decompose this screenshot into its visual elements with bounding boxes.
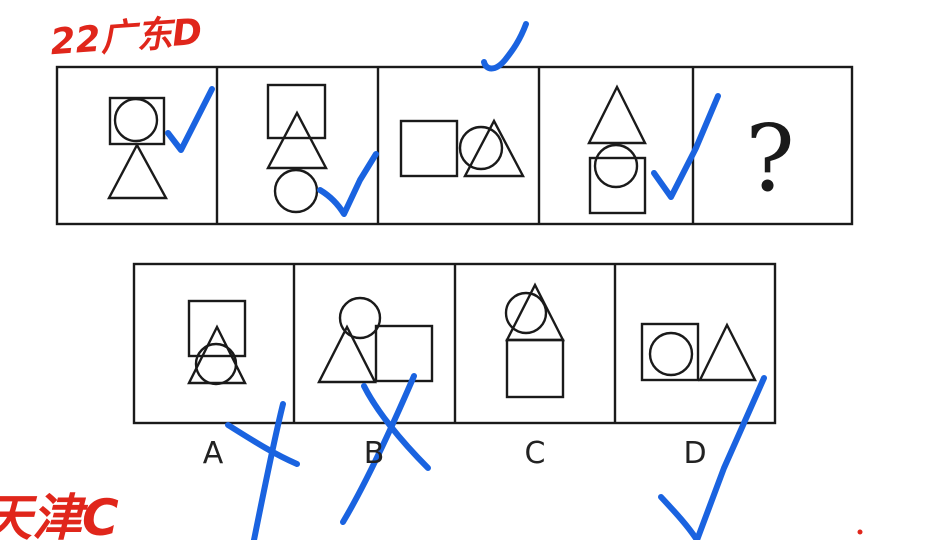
circle-shape bbox=[338, 296, 382, 340]
check-mark bbox=[317, 151, 379, 217]
square-shape bbox=[399, 119, 459, 178]
cross-mark bbox=[251, 401, 286, 540]
option-label-c: C bbox=[524, 436, 546, 471]
question-row-frame bbox=[55, 65, 854, 226]
option-d[interactable] bbox=[640, 322, 757, 382]
triangle-shape bbox=[107, 142, 169, 200]
circle-shape bbox=[593, 143, 639, 189]
square-shape bbox=[266, 83, 327, 140]
check-mark bbox=[658, 494, 700, 540]
options-row bbox=[132, 262, 777, 425]
circle-shape bbox=[504, 291, 548, 335]
option-label-b: B bbox=[363, 436, 385, 471]
option-a[interactable] bbox=[187, 299, 247, 386]
question-cell-3 bbox=[399, 118, 525, 178]
triangle-shape bbox=[698, 322, 757, 382]
option-c[interactable] bbox=[504, 282, 565, 399]
circle-shape bbox=[648, 331, 694, 377]
question-cell-4 bbox=[587, 84, 647, 215]
circle-shape bbox=[194, 342, 238, 386]
question-cell-1 bbox=[107, 96, 169, 200]
square-shape bbox=[505, 338, 565, 399]
question-mark: ? bbox=[745, 105, 794, 212]
square-shape bbox=[187, 299, 247, 358]
triangle-shape bbox=[587, 84, 647, 145]
question-cell-2 bbox=[266, 83, 328, 214]
check-mark bbox=[694, 375, 767, 540]
circle-shape bbox=[113, 97, 159, 143]
circle-shape bbox=[273, 168, 319, 214]
option-b[interactable] bbox=[317, 296, 434, 384]
square-shape bbox=[374, 324, 434, 383]
handwritten-note-top: 22广东D bbox=[48, 11, 204, 64]
cross-mark bbox=[340, 373, 417, 525]
cross-mark bbox=[225, 422, 300, 467]
square-shape bbox=[588, 156, 647, 215]
check-mark bbox=[165, 86, 215, 153]
square-shape bbox=[640, 322, 700, 382]
triangle-shape bbox=[266, 110, 328, 170]
circle-shape bbox=[458, 125, 504, 171]
check-mark bbox=[651, 93, 721, 200]
option-label-d: D bbox=[683, 436, 707, 471]
triangle-shape bbox=[463, 118, 525, 178]
pen-dot bbox=[857, 529, 863, 535]
pen-marks bbox=[165, 21, 863, 540]
handwritten-note-bottom: 天津C bbox=[0, 489, 119, 547]
check-mark bbox=[481, 21, 529, 72]
option-label-a: A bbox=[202, 436, 224, 471]
triangle-shape bbox=[317, 324, 377, 384]
question-row bbox=[55, 65, 854, 226]
